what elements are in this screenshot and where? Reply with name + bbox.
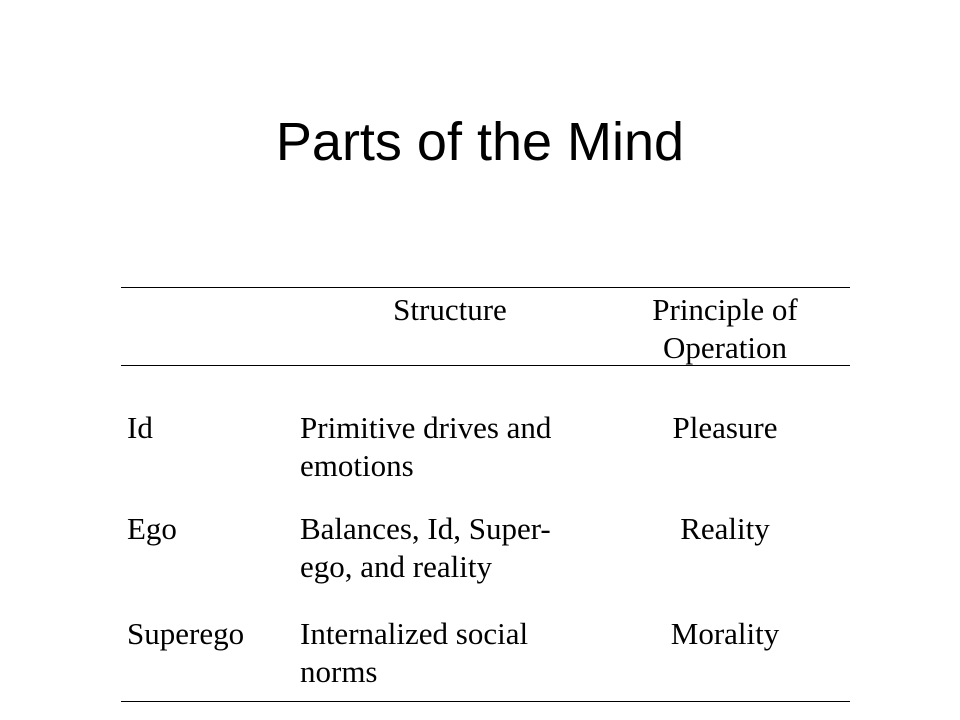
row-structure-line2: ego, and reality: [300, 549, 492, 584]
table-bottom-rule: [121, 701, 850, 702]
row-principle: Pleasure: [672, 410, 778, 445]
row-part-label: Ego: [127, 511, 177, 546]
header-principle-line2: Operation: [663, 330, 787, 365]
row-structure-line2: emotions: [300, 448, 414, 483]
row-structure-line1: Primitive drives and: [300, 410, 552, 445]
row-structure-line1: Balances, Id, Super-: [300, 511, 551, 546]
row-principle: Reality: [680, 511, 770, 546]
header-principle-line1: Principle of: [652, 292, 798, 327]
slide-title: Parts of the Mind: [275, 112, 685, 172]
table-top-rule: [121, 287, 850, 288]
row-principle: Morality: [670, 616, 780, 651]
row-structure-line2: norms: [300, 654, 378, 689]
row-part-label: Id: [127, 410, 153, 445]
table-header-rule: [121, 365, 850, 366]
header-structure: Structure: [393, 292, 507, 327]
row-structure-line1: Internalized social: [300, 616, 529, 651]
row-part-label: Superego: [127, 616, 245, 651]
